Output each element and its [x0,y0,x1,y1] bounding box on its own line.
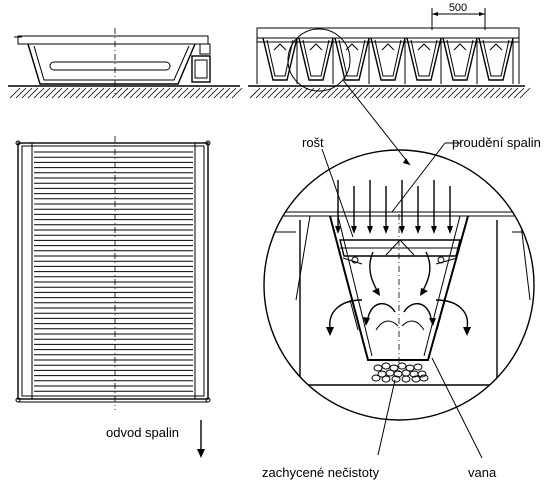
dimension-label: 500 [449,2,467,14]
grate-label: rošt [302,135,324,150]
grate-slats [34,151,193,392]
dimension-line [431,8,486,30]
front-view-ground [248,85,531,99]
ground-hatching [9,87,243,99]
hopper [370,37,406,84]
flue-flow-label: proudění spalin [452,135,541,150]
flue-flow-arrows [335,180,453,234]
flue-outlet-arrowhead [197,449,205,458]
hopper [334,37,370,84]
flue-flow-leader-b [391,142,446,213]
grate-leader-line [321,148,354,238]
side-view-unit [14,28,211,94]
detail-leader-arrowhead [403,158,410,165]
hopper [406,37,442,84]
detail-leader-line [342,79,411,166]
detail-marker-circle [287,28,351,92]
front-view-unit [256,27,520,84]
detail-view-content [264,211,534,386]
captured-impurities-label: zachycené nečistoty [262,465,380,480]
hopper [478,37,514,84]
flue-outlet-label: odvod spalin [106,425,179,440]
hopper [298,37,334,84]
ground-hatching [249,87,531,99]
collected-impurities [371,362,429,383]
curved-flow-arrows [326,251,471,336]
side-view-ground [8,85,243,99]
tray-leader-line [431,357,483,459]
tray-label: vana [468,465,497,480]
plan-view-grate [15,136,211,410]
detail-view-circle [263,149,535,421]
hopper [442,37,478,84]
hopper [262,37,298,84]
impurities-leader-line [377,379,396,456]
